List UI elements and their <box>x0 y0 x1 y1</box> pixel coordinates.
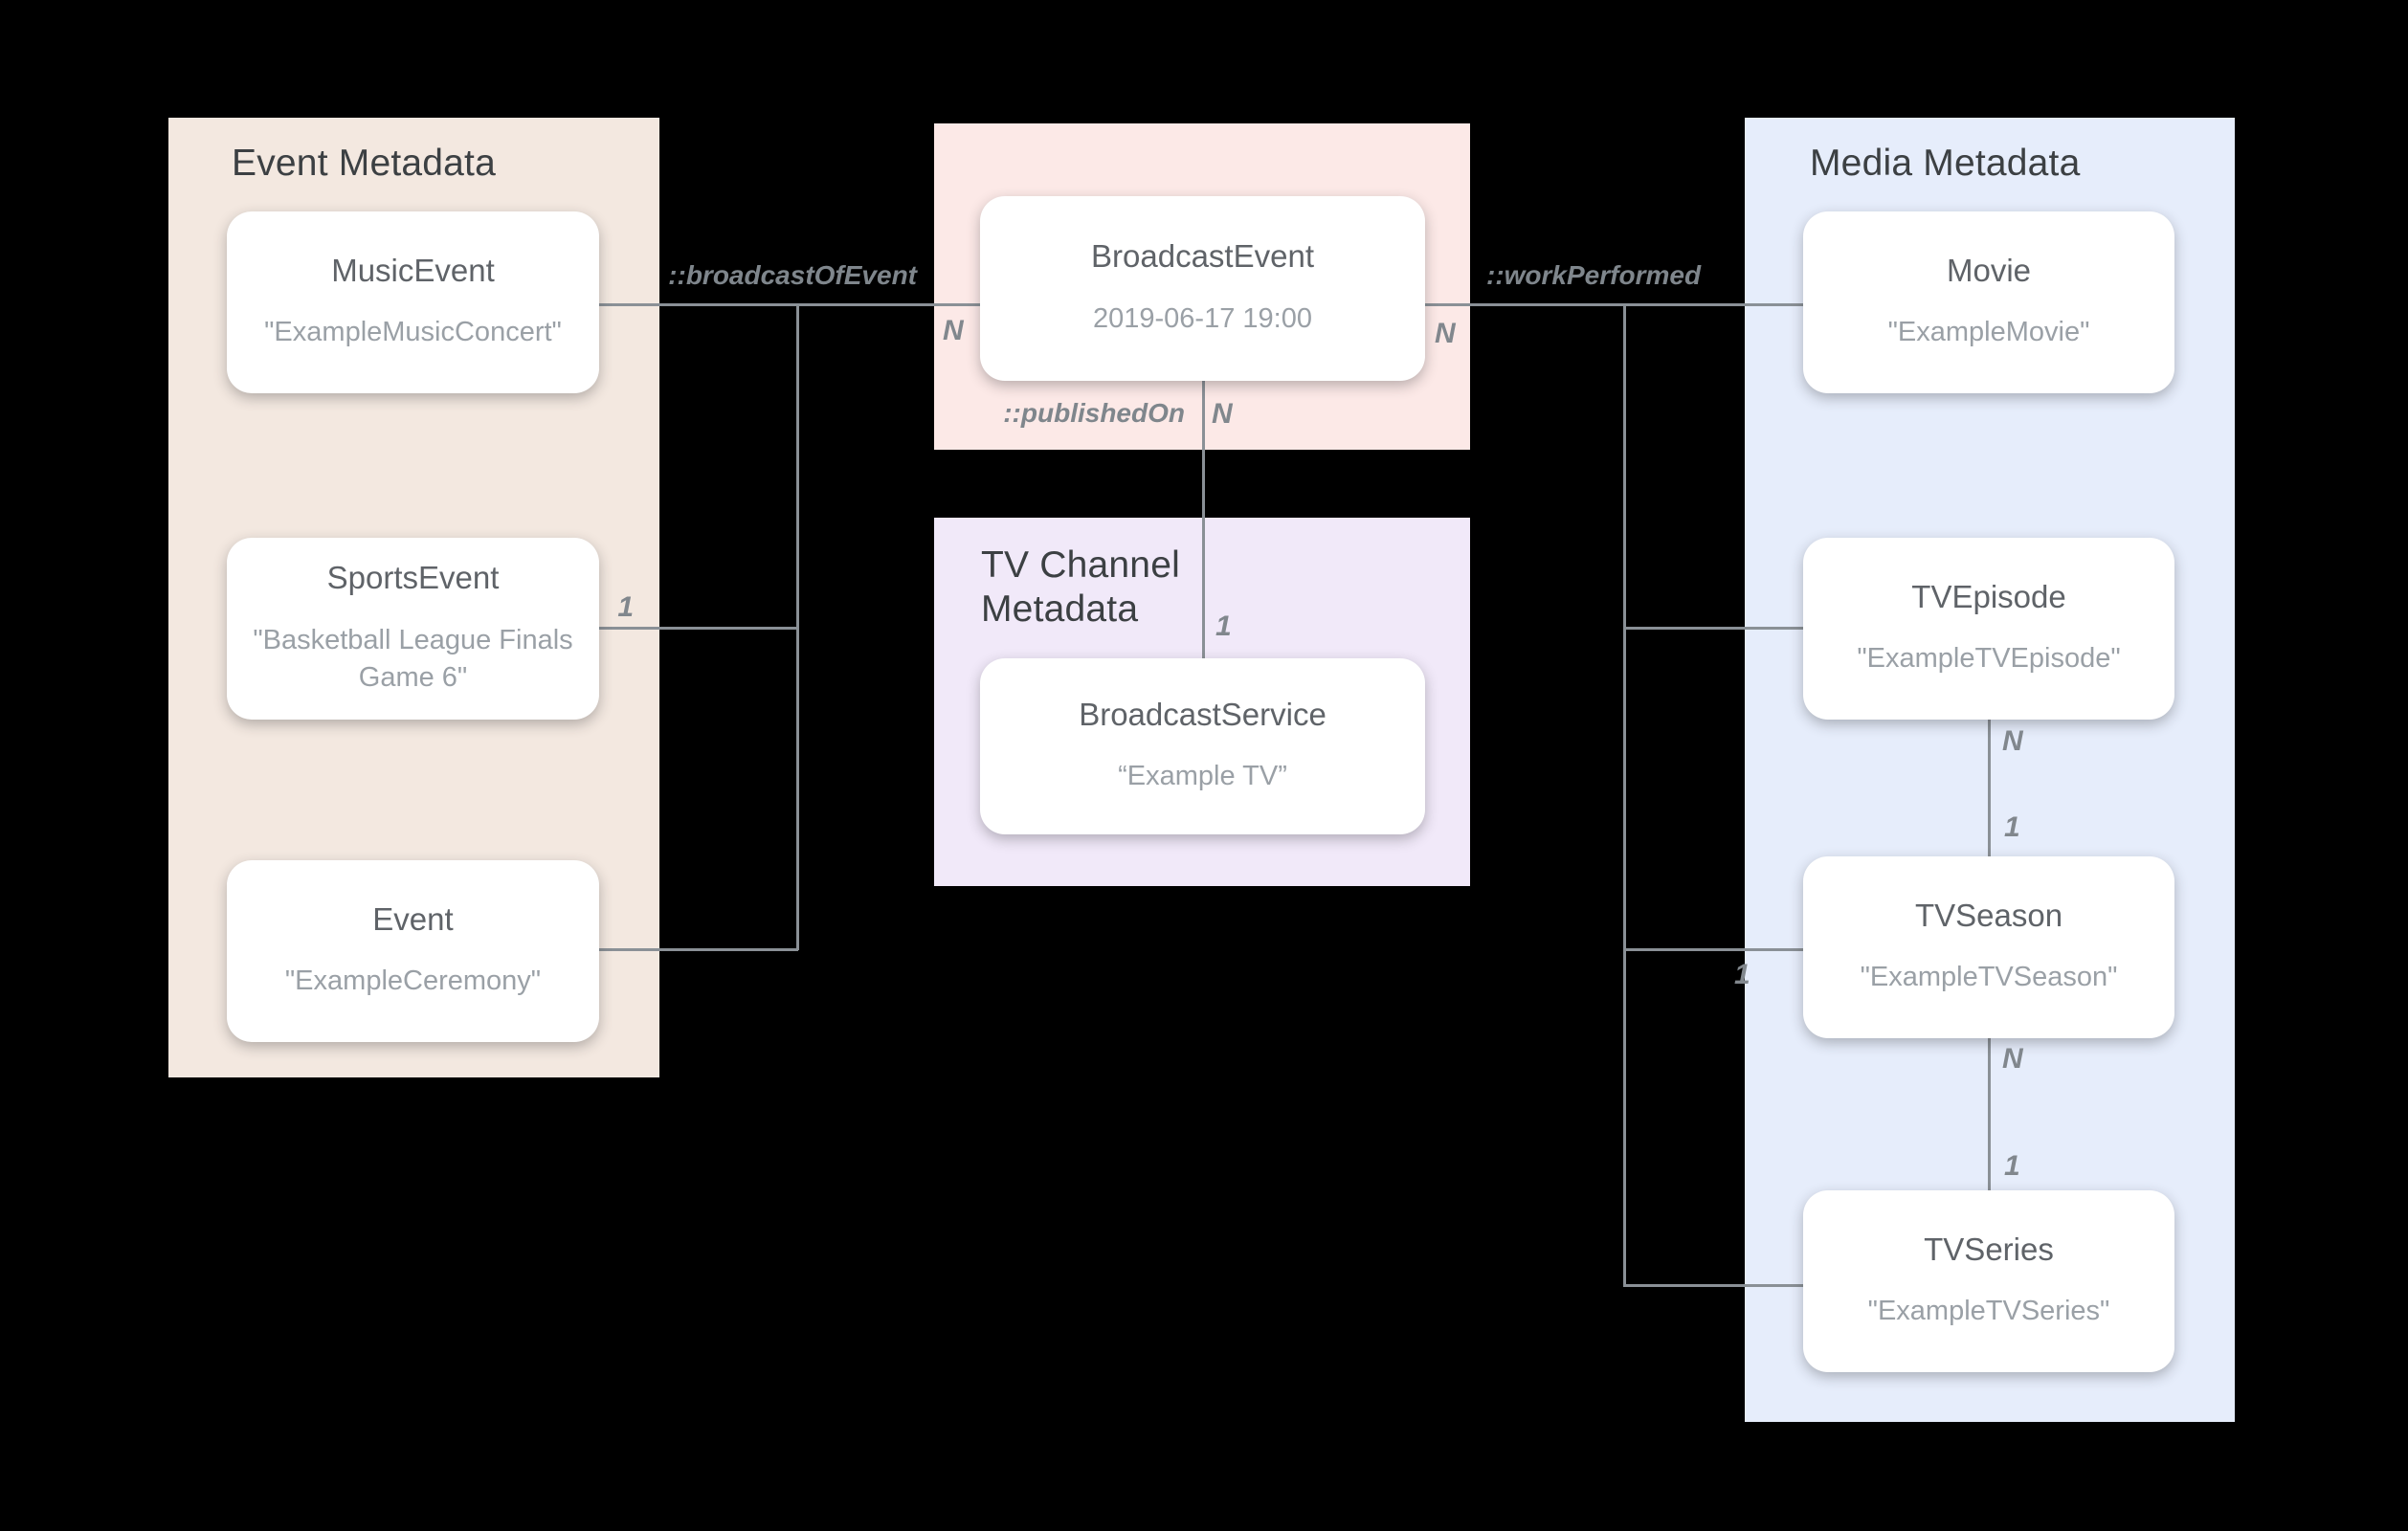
node-event: Event "ExampleCeremony" <box>227 860 599 1042</box>
node-title: TVSeries <box>1924 1231 2054 1267</box>
edge-publishedon <box>1202 381 1205 658</box>
edge-tvepisode-branch <box>1623 627 1803 630</box>
node-title: Movie <box>1946 252 2032 288</box>
node-subtitle: "ExampleTVEpisode" <box>1857 643 2121 675</box>
edge-sportsevent-branch <box>599 627 798 630</box>
node-title: BroadcastEvent <box>1091 238 1314 275</box>
cardinality-publishedon-n: N <box>1212 398 1233 430</box>
node-sports-event: SportsEvent "Basketball League Finals Ga… <box>227 538 599 720</box>
node-subtitle: "ExampleMusicConcert" <box>264 317 562 348</box>
node-subtitle: "ExampleCeremony" <box>284 965 542 997</box>
cardinality-tvepisode-n: N <box>2002 725 2023 757</box>
media-metadata-title: Media Metadata <box>1810 143 2081 184</box>
node-broadcast-service: BroadcastService “Example TV” <box>980 658 1425 834</box>
cardinality-broadcastevent-right: N <box>1435 318 1456 349</box>
edge-tvseries-branch <box>1623 1284 1803 1287</box>
node-title: SportsEvent <box>326 560 500 596</box>
cardinality-tvseason-1: 1 <box>2004 811 2020 843</box>
cardinality-tvseason-n: N <box>2002 1043 2023 1075</box>
node-subtitle: "ExampleTVSeries" <box>1867 1296 2110 1327</box>
node-title: TVEpisode <box>1911 578 2066 614</box>
node-tv-episode: TVEpisode "ExampleTVEpisode" <box>1803 538 2174 720</box>
node-subtitle: “Example TV” <box>1118 761 1287 792</box>
edge-event-branch <box>599 948 798 951</box>
relation-label-workperformed: ::workPerformed <box>1486 260 1702 290</box>
event-metadata-title: Event Metadata <box>232 143 496 184</box>
cardinality-tvseason-branch-1: 1 <box>1734 959 1750 990</box>
node-subtitle: "Basketball League Finals Game 6" <box>253 624 573 693</box>
node-music-event: MusicEvent "ExampleMusicConcert" <box>227 211 599 393</box>
node-subtitle: "ExampleMovie" <box>1887 317 2090 348</box>
node-title: BroadcastService <box>1079 696 1327 732</box>
node-subtitle: 2019-06-17 19:00 <box>1093 302 1312 334</box>
edge-right-trunk <box>1623 303 1626 1287</box>
node-title: TVSeason <box>1914 897 2063 933</box>
node-subtitle: "ExampleTVSeason" <box>1860 962 2118 993</box>
relation-label-broadcastofevent: ::broadcastOfEvent <box>668 260 917 290</box>
edge-tvseason-tvseries <box>1988 1038 1991 1190</box>
cardinality-tvseries-1: 1 <box>2004 1150 2020 1182</box>
node-broadcast-event: BroadcastEvent 2019-06-17 19:00 <box>980 196 1425 381</box>
node-tv-series: TVSeries "ExampleTVSeries" <box>1803 1190 2174 1372</box>
cardinality-sportsevent-1: 1 <box>617 591 634 623</box>
node-movie: Movie "ExampleMovie" <box>1803 211 2174 393</box>
node-title: Event <box>372 900 454 937</box>
node-tv-season: TVSeason "ExampleTVSeason" <box>1803 856 2174 1038</box>
node-title: MusicEvent <box>331 252 495 288</box>
edge-tvepisode-tvseason <box>1988 720 1991 856</box>
relation-label-publishedon: ::publishedOn <box>1003 398 1185 428</box>
cardinality-broadcastevent-left: N <box>943 315 964 346</box>
cardinality-broadcastservice-1: 1 <box>1215 610 1232 642</box>
tv-channel-metadata-title: TV Channel Metadata <box>981 544 1180 630</box>
edge-tvseason-branch <box>1623 948 1803 951</box>
